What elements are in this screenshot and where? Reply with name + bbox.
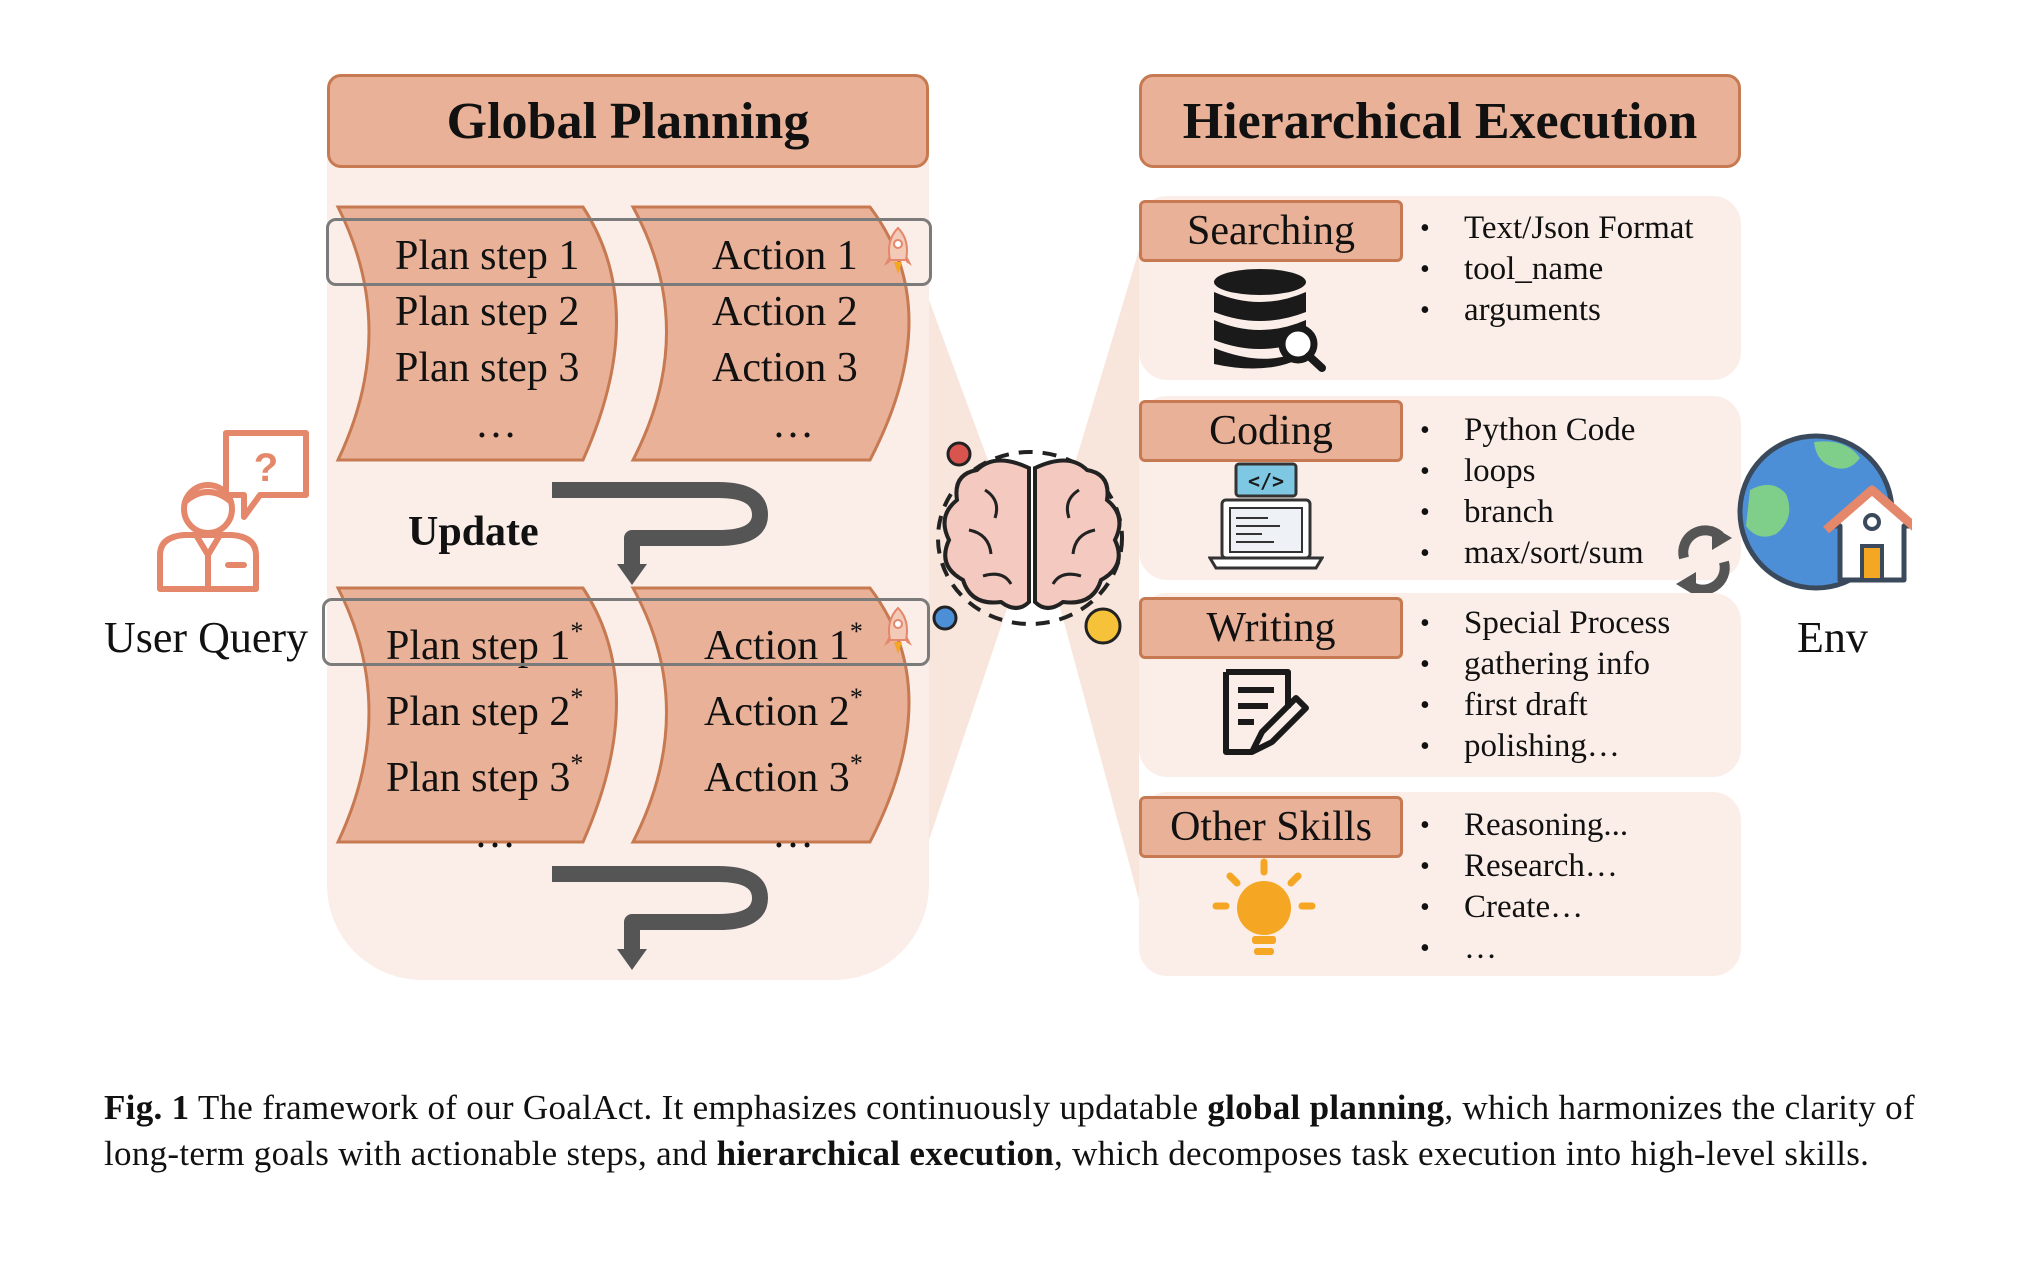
caption-bold-term: global planning	[1207, 1088, 1445, 1127]
global-planning-title: Global Planning	[446, 92, 810, 150]
action-list-top: Action 1 Action 2 Action 3 …	[712, 228, 858, 452]
plan-scroll-bottom	[335, 586, 618, 844]
bullet-item: Create…	[1420, 887, 1628, 928]
bullets-writing: Special Process gathering info first dra…	[1420, 603, 1670, 767]
plan-step-updated: Plan step 3*	[386, 749, 584, 801]
document-edit-icon	[1223, 669, 1309, 755]
plan-step: Plan step 3	[395, 345, 580, 391]
action-step-updated: Action 2*	[704, 683, 863, 735]
bullet-item: Research…	[1420, 846, 1628, 887]
plan-step: Plan step 1	[395, 233, 580, 279]
caption-bold-term: hierarchical execution	[716, 1134, 1055, 1173]
revision-mark: *	[570, 617, 584, 646]
bullets-other: Reasoning... Research… Create… …	[1420, 805, 1628, 969]
action-list-bottom: Action 1* Action 2* Action 3* …	[704, 608, 863, 862]
bullet-item: …	[1420, 928, 1628, 969]
bullet-item: polishing…	[1420, 726, 1670, 767]
globe-house-icon	[1737, 433, 1912, 591]
svg-text:</>: </>	[1248, 469, 1284, 493]
caption-text: The framework of our GoalAct. It emphasi…	[189, 1088, 1208, 1127]
revision-mark: *	[849, 617, 863, 646]
bullet-item: Reasoning...	[1420, 805, 1628, 846]
rocket-icon	[884, 226, 912, 274]
update-arrowhead-bottom	[617, 949, 647, 970]
action-scroll-top	[630, 205, 911, 462]
user-question-icon: ?	[157, 430, 309, 592]
global-planning-header: Global Planning	[327, 74, 929, 168]
bullet-item: Special Process	[1420, 603, 1670, 644]
skill-tag-searching: Searching	[1139, 200, 1403, 262]
skill-tag-other: Other Skills	[1139, 796, 1403, 858]
bullet-item: tool_name	[1420, 249, 1694, 290]
env-label: Env	[1797, 613, 1868, 662]
database-search-icon	[1214, 269, 1326, 372]
update-arrow-top	[552, 482, 768, 570]
sync-arrows-icon[interactable]	[1672, 522, 1736, 598]
plan-list-top: Plan step 1 Plan step 2 Plan step 3 …	[395, 228, 579, 452]
current-step-highlight-top	[326, 218, 932, 286]
revision-mark: *	[570, 683, 584, 712]
update-arrowhead-top	[617, 564, 647, 585]
plan-ellipsis: …	[475, 401, 517, 447]
svg-text:?: ?	[254, 446, 278, 490]
bullets-searching: Text/Json Format tool_name arguments	[1420, 208, 1694, 331]
action-step: Action 3	[712, 345, 858, 391]
bullet-item: branch	[1420, 492, 1644, 533]
figure-caption: Fig. 1 The framework of our GoalAct. It …	[104, 1085, 1924, 1177]
user-query-label: User Query	[104, 613, 309, 662]
bullet-item: gathering info	[1420, 644, 1670, 685]
plan-scroll-top	[335, 205, 618, 462]
bullet-item: max/sort/sum	[1420, 533, 1644, 574]
lightbulb-icon	[1212, 858, 1316, 955]
action-step-updated: Action 1*	[704, 617, 863, 669]
bullet-item: Text/Json Format	[1420, 208, 1694, 249]
plan-list-bottom: Plan step 1* Plan step 2* Plan step 3* …	[386, 608, 583, 862]
action-ellipsis: …	[772, 811, 814, 857]
bullet-item: Python Code	[1420, 410, 1644, 451]
action-step: Action 1	[712, 233, 858, 279]
action-step: Action 2	[712, 289, 858, 335]
revision-mark: *	[849, 749, 863, 778]
hierarchical-execution-title: Hierarchical Execution	[1182, 92, 1698, 150]
laptop-code-icon: </>	[1208, 462, 1324, 570]
plan-step: Plan step 2	[395, 289, 580, 335]
action-ellipsis: …	[772, 401, 814, 447]
bullets-coding: Python Code loops branch max/sort/sum	[1420, 410, 1644, 574]
plan-step-updated: Plan step 1*	[386, 617, 584, 669]
current-step-highlight-bottom	[322, 598, 930, 666]
skill-tag-writing: Writing	[1139, 597, 1403, 659]
bullet-item: arguments	[1420, 290, 1694, 331]
update-arrow-bottom	[552, 866, 768, 955]
plan-step-updated: Plan step 2*	[386, 683, 584, 735]
update-label: Update	[408, 509, 539, 555]
plan-ellipsis: …	[474, 811, 516, 857]
hierarchical-execution-header: Hierarchical Execution	[1139, 74, 1741, 168]
figure-label: Fig. 1	[104, 1088, 190, 1127]
action-step-updated: Action 3*	[704, 749, 863, 801]
caption-text: , which harmonizes the clarity of long-t…	[104, 1088, 1915, 1173]
rocket-icon	[884, 606, 912, 654]
action-scroll-bottom	[630, 586, 911, 844]
revision-mark: *	[849, 683, 863, 712]
skill-tag-coding: Coding	[1139, 400, 1403, 462]
brain-icon	[932, 441, 1124, 645]
bullet-item: loops	[1420, 451, 1644, 492]
caption-text: , which decomposes task execution into h…	[1054, 1134, 1870, 1173]
bullet-item: first draft	[1420, 685, 1670, 726]
revision-mark: *	[570, 749, 584, 778]
